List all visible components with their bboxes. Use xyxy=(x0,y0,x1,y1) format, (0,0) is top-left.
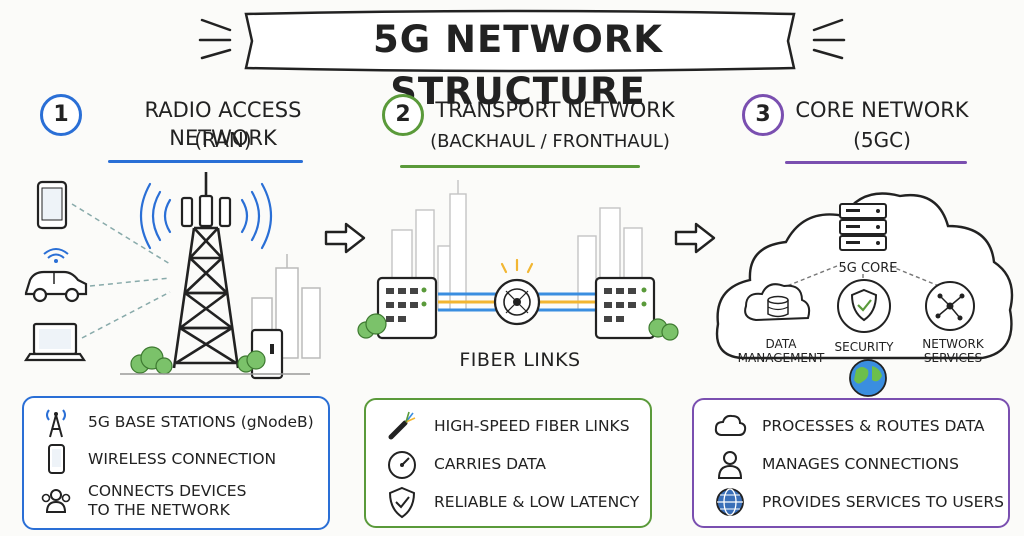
title-burst-right xyxy=(812,18,846,60)
section-number-transport: 2 xyxy=(382,94,424,136)
section-title-transport: TRANSPORT NETWORK xyxy=(435,98,675,122)
transport-info-text: HIGH-SPEED FIBER LINKS xyxy=(434,416,630,435)
cloud-icon xyxy=(712,408,748,444)
ran-info-text: WIRELESS CONNECTION xyxy=(88,449,277,468)
ran-info-text: 5G BASE STATIONS (gNodeB) xyxy=(88,412,314,431)
section-title-core: CORE NETWORK xyxy=(795,98,969,122)
section-subtitle-ran: (RAN) xyxy=(194,128,252,152)
section-subtitle-core: (5GC) xyxy=(853,128,911,152)
ran-info-row: WIRELESS CONNECTION xyxy=(38,441,276,477)
ran-illustration xyxy=(23,172,321,380)
antenna-icon xyxy=(38,404,74,440)
fiber-equipment-left xyxy=(376,276,438,340)
bushes-transport xyxy=(357,313,679,341)
globe-icon xyxy=(849,359,887,397)
fiber-links-label: FIBER LINKS xyxy=(459,349,581,371)
title-burst-left xyxy=(198,18,232,60)
globe-icon xyxy=(712,484,748,520)
arrow-ran-to-transport xyxy=(324,222,366,254)
core-info-row: MANAGES CONNECTIONS xyxy=(712,446,959,482)
wifi-icon xyxy=(43,248,69,263)
core-info-box: PROCESSES & ROUTES DATA MANAGES CONNECTI… xyxy=(692,398,1010,528)
transport-info-row: HIGH-SPEED FIBER LINKS xyxy=(384,408,630,444)
fiber-equipment-right xyxy=(594,276,656,340)
shield-check-icon xyxy=(384,484,420,520)
signal-waves xyxy=(140,182,272,250)
phone-icon xyxy=(38,441,74,477)
section-title-ran: RADIO ACCESS NETWORK xyxy=(144,98,302,150)
section-number-core: 3 xyxy=(742,94,784,136)
section-subtitle-transport: (BACKHAUL / FRONTHAUL) xyxy=(430,131,670,152)
transport-info-box: HIGH-SPEED FIBER LINKS CARRIES DATA RELI… xyxy=(364,398,652,528)
section-number-ran: 1 xyxy=(40,94,82,136)
core-network-services-label: NETWORK SERVICES xyxy=(922,337,984,365)
cell-tower xyxy=(172,172,240,369)
core-cloud-illustration xyxy=(715,192,1014,397)
core-security-label: SECURITY xyxy=(834,340,894,354)
antenna-panels xyxy=(180,194,232,228)
core-info-row: PROCESSES & ROUTES DATA xyxy=(712,408,984,444)
core-info-text: PROVIDES SERVICES TO USERS xyxy=(762,492,1005,511)
section-underline-core xyxy=(785,161,967,164)
transport-info-text: CARRIES DATA xyxy=(434,454,547,473)
core-data-management-label: DATA MANAGEMENT xyxy=(737,337,825,365)
ran-info-row: 5G BASE STATIONS (gNodeB) xyxy=(38,404,314,440)
ran-info-row: CONNECTS DEVICES TO THE NETWORK xyxy=(38,482,246,520)
database-cloud-icon xyxy=(744,283,811,322)
transport-illustration xyxy=(357,180,679,341)
fiber-coil-icon xyxy=(493,278,541,326)
users-icon xyxy=(38,483,74,519)
bushes-ran xyxy=(130,346,266,375)
phone-icon xyxy=(36,180,68,230)
core-info-text: PROCESSES & ROUTES DATA xyxy=(762,416,985,435)
core-center-label: 5G CORE xyxy=(838,261,898,276)
arrow-transport-to-core xyxy=(674,222,716,254)
server-rack-icon xyxy=(839,203,887,251)
ran-info-text: CONNECTS DEVICES TO THE NETWORK xyxy=(88,482,247,519)
fiber-cable-icon xyxy=(384,408,420,444)
section-underline-transport xyxy=(400,165,640,168)
core-info-row: PROVIDES SERVICES TO USERS xyxy=(712,484,1004,520)
ran-info-box: 5G BASE STATIONS (gNodeB) WIRELESS CONNE… xyxy=(22,396,330,530)
user-icon xyxy=(712,446,748,482)
transport-info-row: CARRIES DATA xyxy=(384,446,546,482)
network-nodes-icon xyxy=(925,281,975,331)
title-banner xyxy=(244,9,796,73)
spark-lines xyxy=(500,258,534,274)
section-underline-ran xyxy=(108,160,303,163)
core-info-text: MANAGES CONNECTIONS xyxy=(762,454,959,473)
page-title: 5G NETWORK STRUCTURE xyxy=(373,18,663,113)
transport-info-text: RELIABLE & LOW LATENCY xyxy=(434,492,640,511)
car-icon xyxy=(24,270,88,303)
laptop-icon xyxy=(23,322,87,362)
transport-info-row: RELIABLE & LOW LATENCY xyxy=(384,484,639,520)
security-shield-icon xyxy=(837,279,891,333)
gauge-icon xyxy=(384,446,420,482)
